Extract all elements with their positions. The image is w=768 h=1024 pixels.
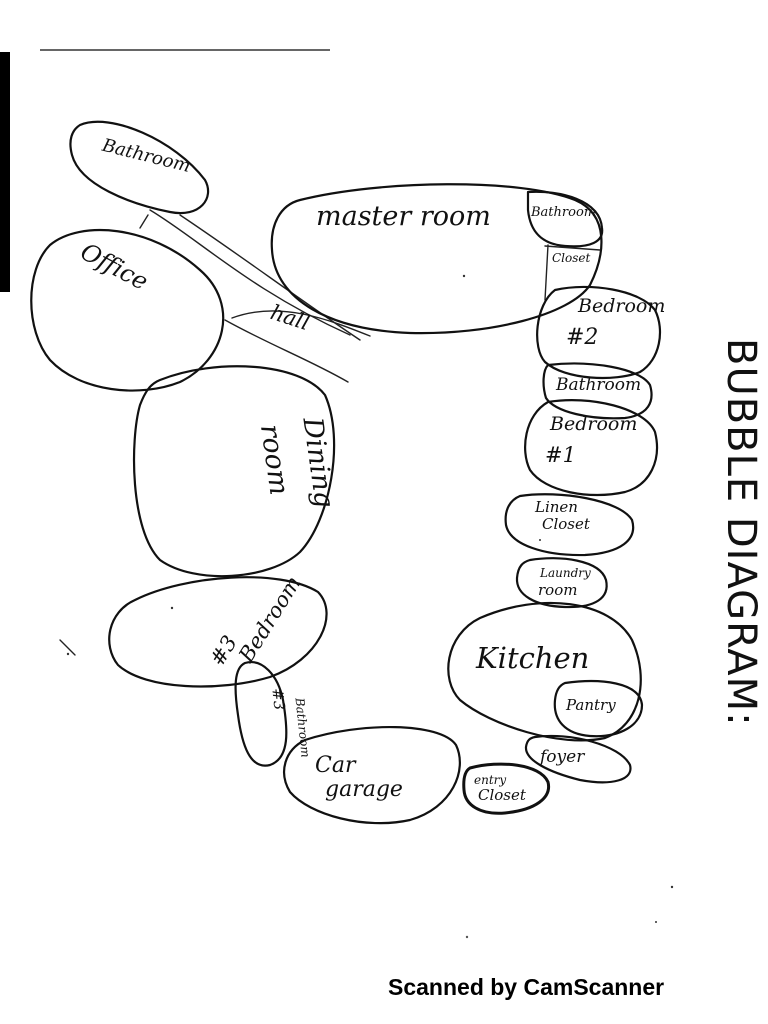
label-foyer: foyer [538,747,585,767]
label-bedroom-2-line1: Bedroom [577,295,665,317]
label-bedroom-3-line2: #3 [205,631,242,670]
label-bathroom-top: Bathroom [99,135,193,177]
label-master-bathroom: Bathroom [530,205,596,220]
label-bedroom-1-line2: #1 [545,443,576,467]
label-bathroom-3-line2: #3 [268,687,288,711]
bubble-kitchen: Kitchen Pantry [447,601,644,742]
label-laundry-room-line1: Laundry [539,566,591,580]
bubble-linen-closet: Linen Closet [504,493,635,557]
label-linen-closet-line2: Closet [542,515,591,533]
label-bathroom-mid: Bathroom [555,375,641,395]
label-master-closet: Closet [552,251,591,265]
label-linen-closet-line1: Linen [534,498,578,516]
camscanner-watermark: Scanned by CamScanner [388,974,665,1000]
bubble-entry-closet: entry Closet [462,762,551,815]
label-pantry: Pantry [565,696,616,714]
bubble-bathroom-mid: Bathroom [542,362,653,420]
diagram-title: BUBBLE DIAGRAM: [718,338,764,727]
connector-lines [59,209,549,656]
label-car-garage-line2: garage [325,777,403,802]
bubble-laundry-room: Laundry room [515,557,608,609]
label-bedroom-2-line2: #2 [566,325,598,350]
label-dining-room-line2: room [254,422,295,497]
label-master-room: master room [316,201,491,232]
label-bathroom-3-line1: Bathroom [292,696,312,758]
bubble-bathroom-top: Bathroom [69,120,210,215]
label-entry-closet-line1: entry [474,773,506,787]
bubble-bedroom-3: Bedroom #3 [108,572,328,688]
label-entry-closet-line2: Closet [478,786,527,804]
scan-top-edge [40,49,330,51]
label-bedroom-1-line1: Bedroom [549,413,637,435]
label-laundry-room-line2: room [538,581,577,599]
bubble-office: Office [30,229,225,392]
bubble-master-room: master room Bathroom Closet [270,183,604,335]
scan-edge-shadow [0,52,10,292]
label-bedroom-3-line1: Bedroom [234,572,306,667]
label-office: Office [76,237,153,296]
bubble-dining-room: Dining room [132,365,340,578]
title-text: BUBBLE DIAGRAM: [718,338,764,727]
bubble-bedroom-1: Bedroom #1 [524,399,659,497]
bubble-bedroom-2: Bedroom #2 [536,285,665,380]
label-kitchen: Kitchen [475,641,589,675]
bubble-car-garage: Car garage [283,725,461,825]
bubble-bathroom-3: Bathroom #3 [234,661,313,767]
label-car-garage-line1: Car [315,753,357,778]
bubble-foyer: foyer [524,734,632,784]
scan-specks [66,274,674,939]
